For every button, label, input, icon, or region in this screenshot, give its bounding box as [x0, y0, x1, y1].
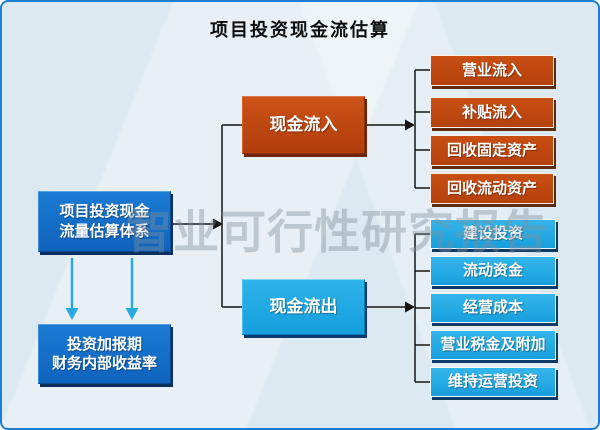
- outflow-item-working-capital: 流动资金: [430, 256, 556, 286]
- diagram-title: 项目投资现金流估算: [210, 20, 390, 40]
- left-bracket: [172, 124, 242, 308]
- result-box: 投资加报期 财务内部收益率: [38, 324, 171, 384]
- inflow-item-fixed-asset-recovery: 回收固定资产: [430, 135, 554, 166]
- system-box-line1: 项目投资现金: [59, 203, 150, 220]
- arrow-right-icon: [213, 218, 223, 230]
- outflow-item-business-tax-surcharge: 营业税金及附加: [430, 330, 556, 360]
- inflow-bracket: [365, 69, 430, 189]
- outflow-item-maintenance-investment: 维持运营投资: [430, 367, 556, 397]
- arrow-down-icon: [65, 308, 79, 320]
- result-box-line2: 财务内部收益率: [51, 355, 157, 372]
- cash-inflow-box: 现金流入: [242, 96, 365, 154]
- down-arrows: [65, 258, 139, 320]
- system-box-line2: 流量估算体系: [59, 222, 150, 240]
- outflow-item-construction-investment: 建设投资: [430, 219, 556, 249]
- arrow-right-icon: [405, 119, 415, 131]
- inflow-item-working-capital-recovery: 回收流动资产: [430, 173, 554, 204]
- arrow-down-icon: [125, 308, 139, 320]
- outflow-bracket: [365, 233, 430, 383]
- inflow-item-subsidy-income: 补贴流入: [430, 97, 554, 128]
- result-box-line1: 投资加报期: [66, 335, 142, 353]
- inflow-item-operating-income: 营业流入: [430, 55, 554, 86]
- arrow-right-icon: [405, 301, 415, 313]
- cash-outflow-box: 现金流出: [242, 279, 365, 335]
- system-box: 项目投资现金 流量估算体系: [38, 191, 171, 252]
- outflow-item-operating-cost: 经营成本: [430, 293, 556, 323]
